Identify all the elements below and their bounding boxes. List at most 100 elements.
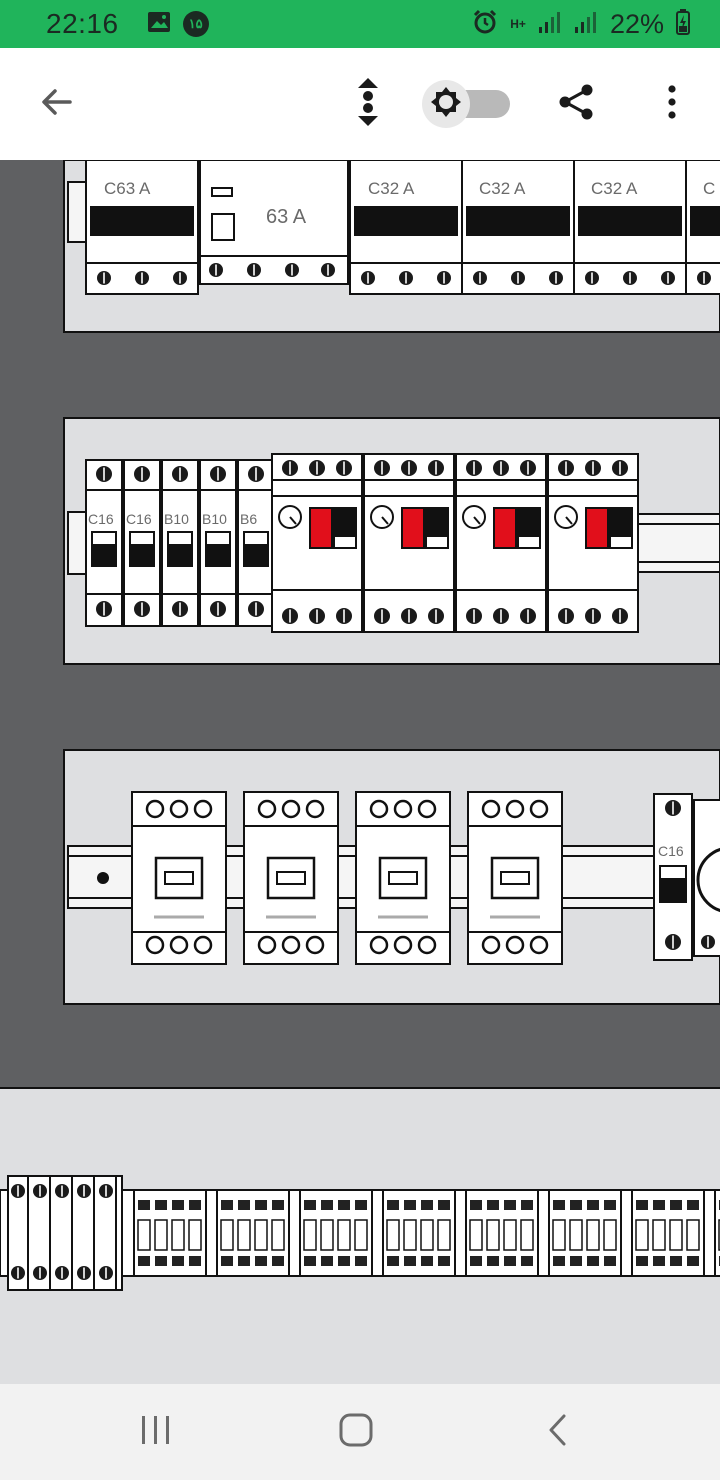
home-icon bbox=[338, 1412, 374, 1453]
contactor-terminal bbox=[281, 935, 301, 955]
breaker-lever bbox=[354, 206, 458, 236]
share-button[interactable] bbox=[548, 76, 604, 132]
toggle-knob bbox=[422, 80, 470, 128]
nav-back-button[interactable] bbox=[518, 1404, 598, 1460]
terminal-top bbox=[604, 1200, 616, 1210]
battery-charging-icon bbox=[676, 8, 690, 40]
contactor-terminal bbox=[417, 935, 437, 955]
terminal-top bbox=[570, 1200, 582, 1210]
terminal-bottom bbox=[138, 1256, 150, 1266]
terminal-body bbox=[337, 1219, 351, 1251]
alarm-icon bbox=[472, 9, 498, 40]
row1-label-1: C63 A bbox=[104, 179, 151, 198]
terminal-top bbox=[438, 1200, 450, 1210]
mcb-toggle-dark bbox=[92, 544, 116, 566]
terminal-body bbox=[603, 1219, 617, 1251]
row2-label-4: B10 bbox=[202, 511, 227, 527]
more-options-button[interactable] bbox=[644, 76, 700, 132]
reorder-icon bbox=[353, 76, 383, 133]
terminal-bottom bbox=[272, 1256, 284, 1266]
contactor-terminal bbox=[369, 935, 389, 955]
terminal-body bbox=[486, 1219, 500, 1251]
contactor-terminal bbox=[281, 799, 301, 819]
rcbo-dial-needle bbox=[289, 516, 297, 525]
back-icon bbox=[546, 1413, 570, 1452]
brightness-toggle[interactable] bbox=[422, 80, 514, 128]
contactor-terminal bbox=[529, 935, 549, 955]
terminal-body bbox=[503, 1219, 517, 1251]
contactor-terminal bbox=[393, 799, 413, 819]
terminal-top bbox=[338, 1200, 350, 1210]
terminal-body bbox=[437, 1219, 451, 1251]
contactor-terminal bbox=[417, 799, 437, 819]
rcbo-dial-needle bbox=[381, 516, 389, 525]
terminal-top bbox=[138, 1200, 150, 1210]
image-icon bbox=[147, 11, 171, 38]
breaker-lever bbox=[466, 206, 570, 236]
terminal-bottom bbox=[504, 1256, 516, 1266]
breaker-lever bbox=[690, 206, 720, 236]
back-button[interactable] bbox=[28, 76, 84, 132]
terminal-top bbox=[587, 1200, 599, 1210]
rcbo-black-lever-top bbox=[335, 509, 355, 537]
terminal-body bbox=[669, 1219, 683, 1251]
terminal-top bbox=[521, 1200, 533, 1210]
image-viewer[interactable]: C63 A 63 A C32 A C32 A C32 A C C16 C16 B… bbox=[0, 160, 720, 1384]
contactor-terminal bbox=[145, 799, 165, 819]
terminal-top bbox=[687, 1200, 699, 1210]
row3-contactors bbox=[67, 791, 720, 965]
row1-label-3: C32 A bbox=[368, 179, 415, 198]
contactor-terminal bbox=[305, 935, 325, 955]
row2-label-1: C16 bbox=[88, 511, 114, 527]
terminal-top bbox=[304, 1200, 316, 1210]
recent-apps-button[interactable] bbox=[116, 1404, 196, 1460]
terminal-bottom bbox=[404, 1256, 416, 1266]
rcbo-red-lever bbox=[401, 507, 425, 549]
rcbo-red-lever bbox=[309, 507, 333, 549]
terminal-body bbox=[569, 1219, 583, 1251]
contactor-terminal bbox=[169, 935, 189, 955]
mcb-toggle-dark bbox=[660, 878, 686, 902]
terminal-bottom bbox=[438, 1256, 450, 1266]
terminal-top bbox=[404, 1200, 416, 1210]
terminal-body bbox=[386, 1219, 400, 1251]
network-type: H+ bbox=[510, 17, 526, 31]
terminal-top bbox=[238, 1200, 250, 1210]
mcb-toggle-dark bbox=[168, 544, 192, 566]
terminal-body bbox=[137, 1219, 151, 1251]
rcbo-black-lever-top bbox=[519, 509, 539, 537]
battery-percent: 22% bbox=[609, 8, 664, 39]
signal-icon-2 bbox=[574, 10, 598, 39]
terminal-body bbox=[635, 1219, 649, 1251]
terminal-body bbox=[188, 1219, 202, 1251]
terminal-body bbox=[171, 1219, 185, 1251]
terminal-body bbox=[237, 1219, 251, 1251]
row1-label-6: C bbox=[703, 179, 715, 198]
rail-screw bbox=[97, 872, 109, 884]
terminal-bottom bbox=[470, 1256, 482, 1266]
terminal-top bbox=[670, 1200, 682, 1210]
contactor-window-inner bbox=[164, 871, 194, 885]
isolator-indicator bbox=[211, 187, 233, 197]
terminal-top bbox=[504, 1200, 516, 1210]
terminal-top bbox=[221, 1200, 233, 1210]
contactor-terminal bbox=[393, 935, 413, 955]
terminal-bottom bbox=[355, 1256, 367, 1266]
terminal-body bbox=[420, 1219, 434, 1251]
contactor-window-inner bbox=[500, 871, 530, 885]
contactor-terminal bbox=[169, 799, 189, 819]
terminal-bottom bbox=[587, 1256, 599, 1266]
terminal-bottom bbox=[687, 1256, 699, 1266]
terminal-top bbox=[321, 1200, 333, 1210]
contactor-terminal bbox=[193, 799, 213, 819]
reorder-button[interactable] bbox=[340, 76, 396, 132]
contactor-terminal bbox=[529, 799, 549, 819]
terminal-body bbox=[652, 1219, 666, 1251]
terminal-bottom bbox=[570, 1256, 582, 1266]
terminal-bottom bbox=[604, 1256, 616, 1266]
terminal-bottom bbox=[172, 1256, 184, 1266]
isolator-handle bbox=[211, 213, 235, 241]
recent-apps-icon bbox=[139, 1414, 173, 1451]
home-button[interactable] bbox=[316, 1404, 396, 1460]
terminal-bottom bbox=[553, 1256, 565, 1266]
